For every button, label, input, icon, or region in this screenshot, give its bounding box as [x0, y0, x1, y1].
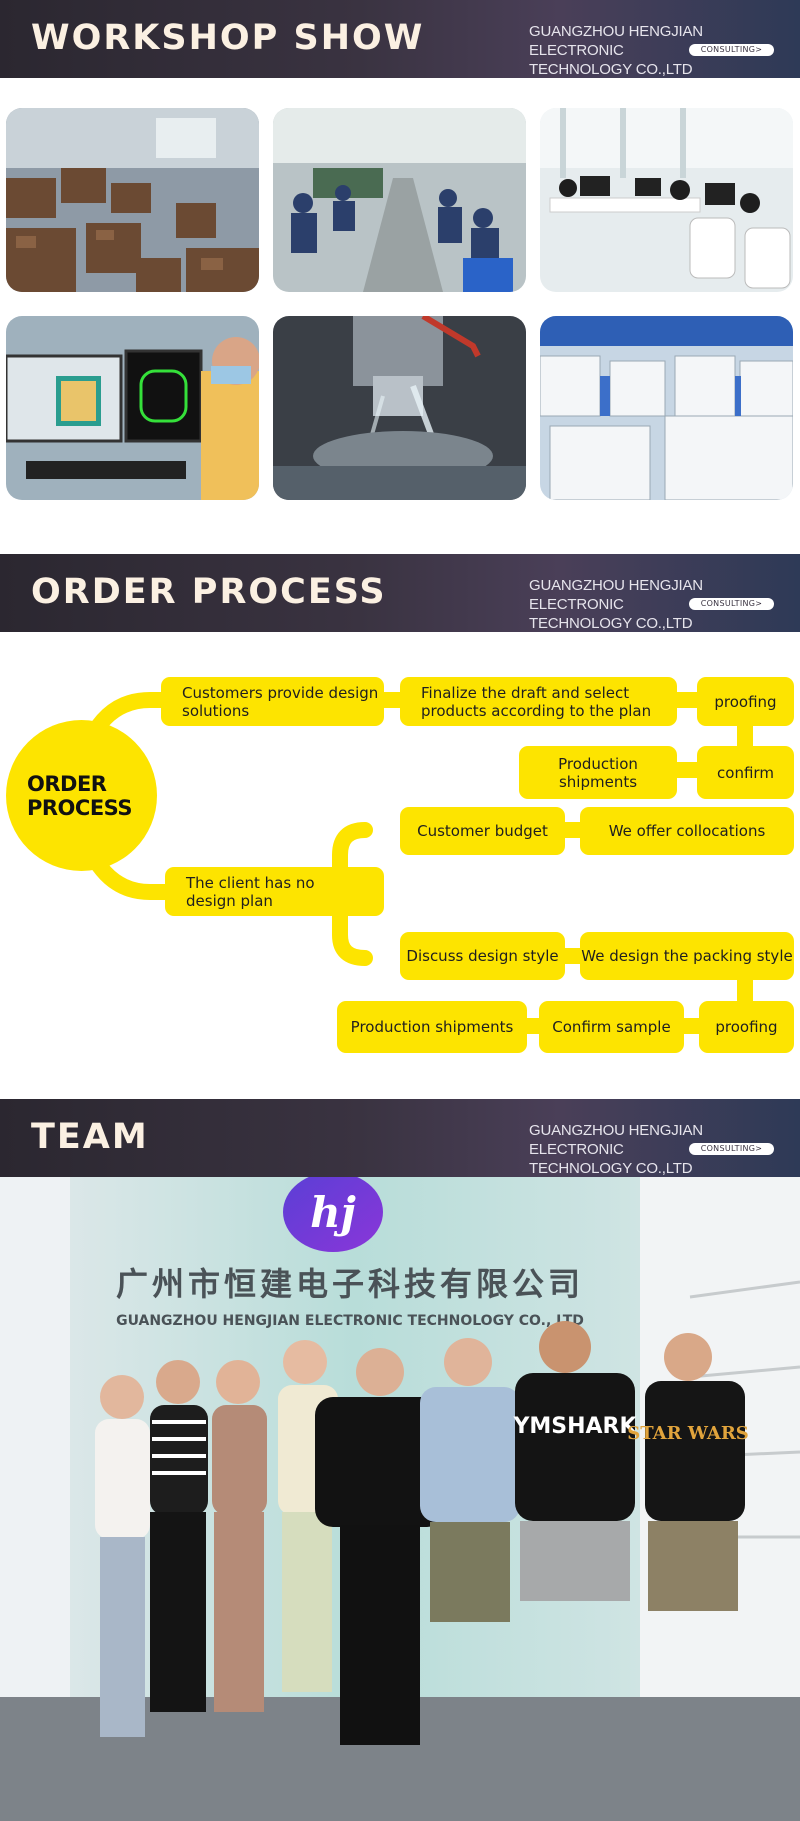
section-title-order: ORDER PROCESS — [31, 572, 387, 612]
step-finalize-draft: Finalize the draft and select products a… — [400, 677, 677, 726]
step-production-shipments-bottom: Production shipments — [337, 1001, 527, 1053]
section-title-team: TEAM — [31, 1117, 149, 1157]
step-confirm: confirm — [697, 746, 794, 799]
step-customers-provide: Customers provide design solutions — [161, 677, 384, 726]
shirt-text-1: YMSHARK — [512, 1414, 637, 1439]
warehouse-boxes-photo — [6, 108, 259, 292]
sign-chinese: 广州市恒建电子科技有限公司 — [116, 1265, 584, 1303]
section-title-workshop: WORKSHOP SHOW — [31, 18, 425, 58]
company-name: GUANGZHOU HENGJIAN ELECTRONIC TECHNOLOGY… — [529, 23, 703, 78]
injection-machines-photo — [540, 316, 793, 500]
order-process-hub-label: ORDER PROCESS — [27, 772, 132, 820]
shirt-text-2: STAR WARS — [627, 1423, 749, 1444]
consulting-button[interactable]: CONSULTING> — [689, 1143, 774, 1155]
consulting-button[interactable]: CONSULTING> — [689, 598, 774, 610]
company-name: GUANGZHOU HENGJIAN ELECTRONIC TECHNOLOGY… — [529, 1122, 703, 1177]
step-production-shipments-top: Production shipments — [519, 746, 677, 799]
step-proofing-top: proofing — [697, 677, 794, 726]
order-process-hub — [6, 720, 157, 871]
step-proofing-bottom: proofing — [699, 1001, 794, 1053]
step-no-design-plan: The client has no design plan — [165, 867, 384, 916]
office-desks-photo — [540, 108, 793, 292]
cnc-machining-photo — [273, 316, 526, 500]
step-discuss-design-style: Discuss design style — [400, 932, 565, 980]
design-computer-photo — [6, 316, 259, 500]
step-we-offer-collocations: We offer collocations — [580, 807, 794, 855]
consulting-button[interactable]: CONSULTING> — [689, 44, 774, 56]
step-we-design-packing: We design the packing style — [580, 932, 794, 980]
assembly-line-workers-photo — [273, 108, 526, 292]
team-banner: TEAM GUANGZHOU HENGJIAN ELECTRONIC TECHN… — [0, 1099, 800, 1177]
svg-text:hj: hj — [310, 1188, 356, 1237]
workshop-banner: WORKSHOP SHOW GUANGZHOU HENGJIAN ELECTRO… — [0, 0, 800, 78]
company-name: GUANGZHOU HENGJIAN ELECTRONIC TECHNOLOGY… — [529, 577, 703, 632]
step-customer-budget: Customer budget — [400, 807, 565, 855]
order-process-banner: ORDER PROCESS GUANGZHOU HENGJIAN ELECTRO… — [0, 554, 800, 632]
step-confirm-sample: Confirm sample — [539, 1001, 684, 1053]
team-photo: hj 广州市恒建电子科技有限公司 GUANGZHOU HENGJIAN ELEC… — [0, 1177, 800, 1821]
sign-english: GUANGZHOU HENGJIAN ELECTRONIC TECHNOLOGY… — [116, 1313, 584, 1329]
